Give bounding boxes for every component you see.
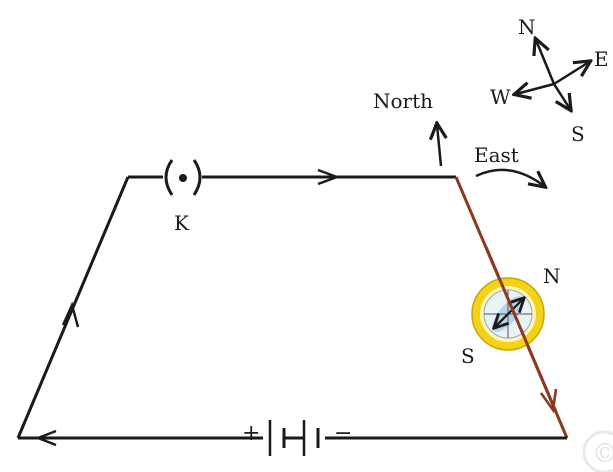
compass-rose-e: E bbox=[594, 47, 609, 71]
bottom-wire-current-arrow bbox=[34, 429, 57, 447]
key-label: K bbox=[174, 211, 190, 235]
battery bbox=[268, 420, 320, 456]
compass-south-label: S bbox=[461, 344, 475, 368]
current-wire-arrow bbox=[539, 388, 558, 414]
compass-rose-n: N bbox=[518, 15, 536, 39]
svg-text:©: © bbox=[592, 439, 613, 469]
battery-minus: − bbox=[334, 421, 352, 446]
plug-key bbox=[164, 159, 202, 196]
east-label: East bbox=[474, 143, 519, 167]
copyright-watermark: © bbox=[582, 430, 613, 472]
compass-north-label: N bbox=[543, 264, 561, 288]
battery-plus: + bbox=[242, 421, 260, 446]
east-arrow bbox=[475, 168, 544, 186]
compass-rose-s: S bbox=[571, 122, 585, 146]
north-arrow bbox=[437, 125, 441, 167]
current-wire-over-compass bbox=[484, 246, 558, 413]
compass-rose bbox=[516, 40, 589, 109]
magnetic-compass bbox=[471, 277, 545, 351]
top-wire-current-arrow bbox=[317, 168, 341, 186]
left-wire-current-arrow bbox=[61, 301, 80, 328]
compass-rose-w: W bbox=[490, 85, 511, 109]
north-label: North bbox=[373, 89, 433, 113]
